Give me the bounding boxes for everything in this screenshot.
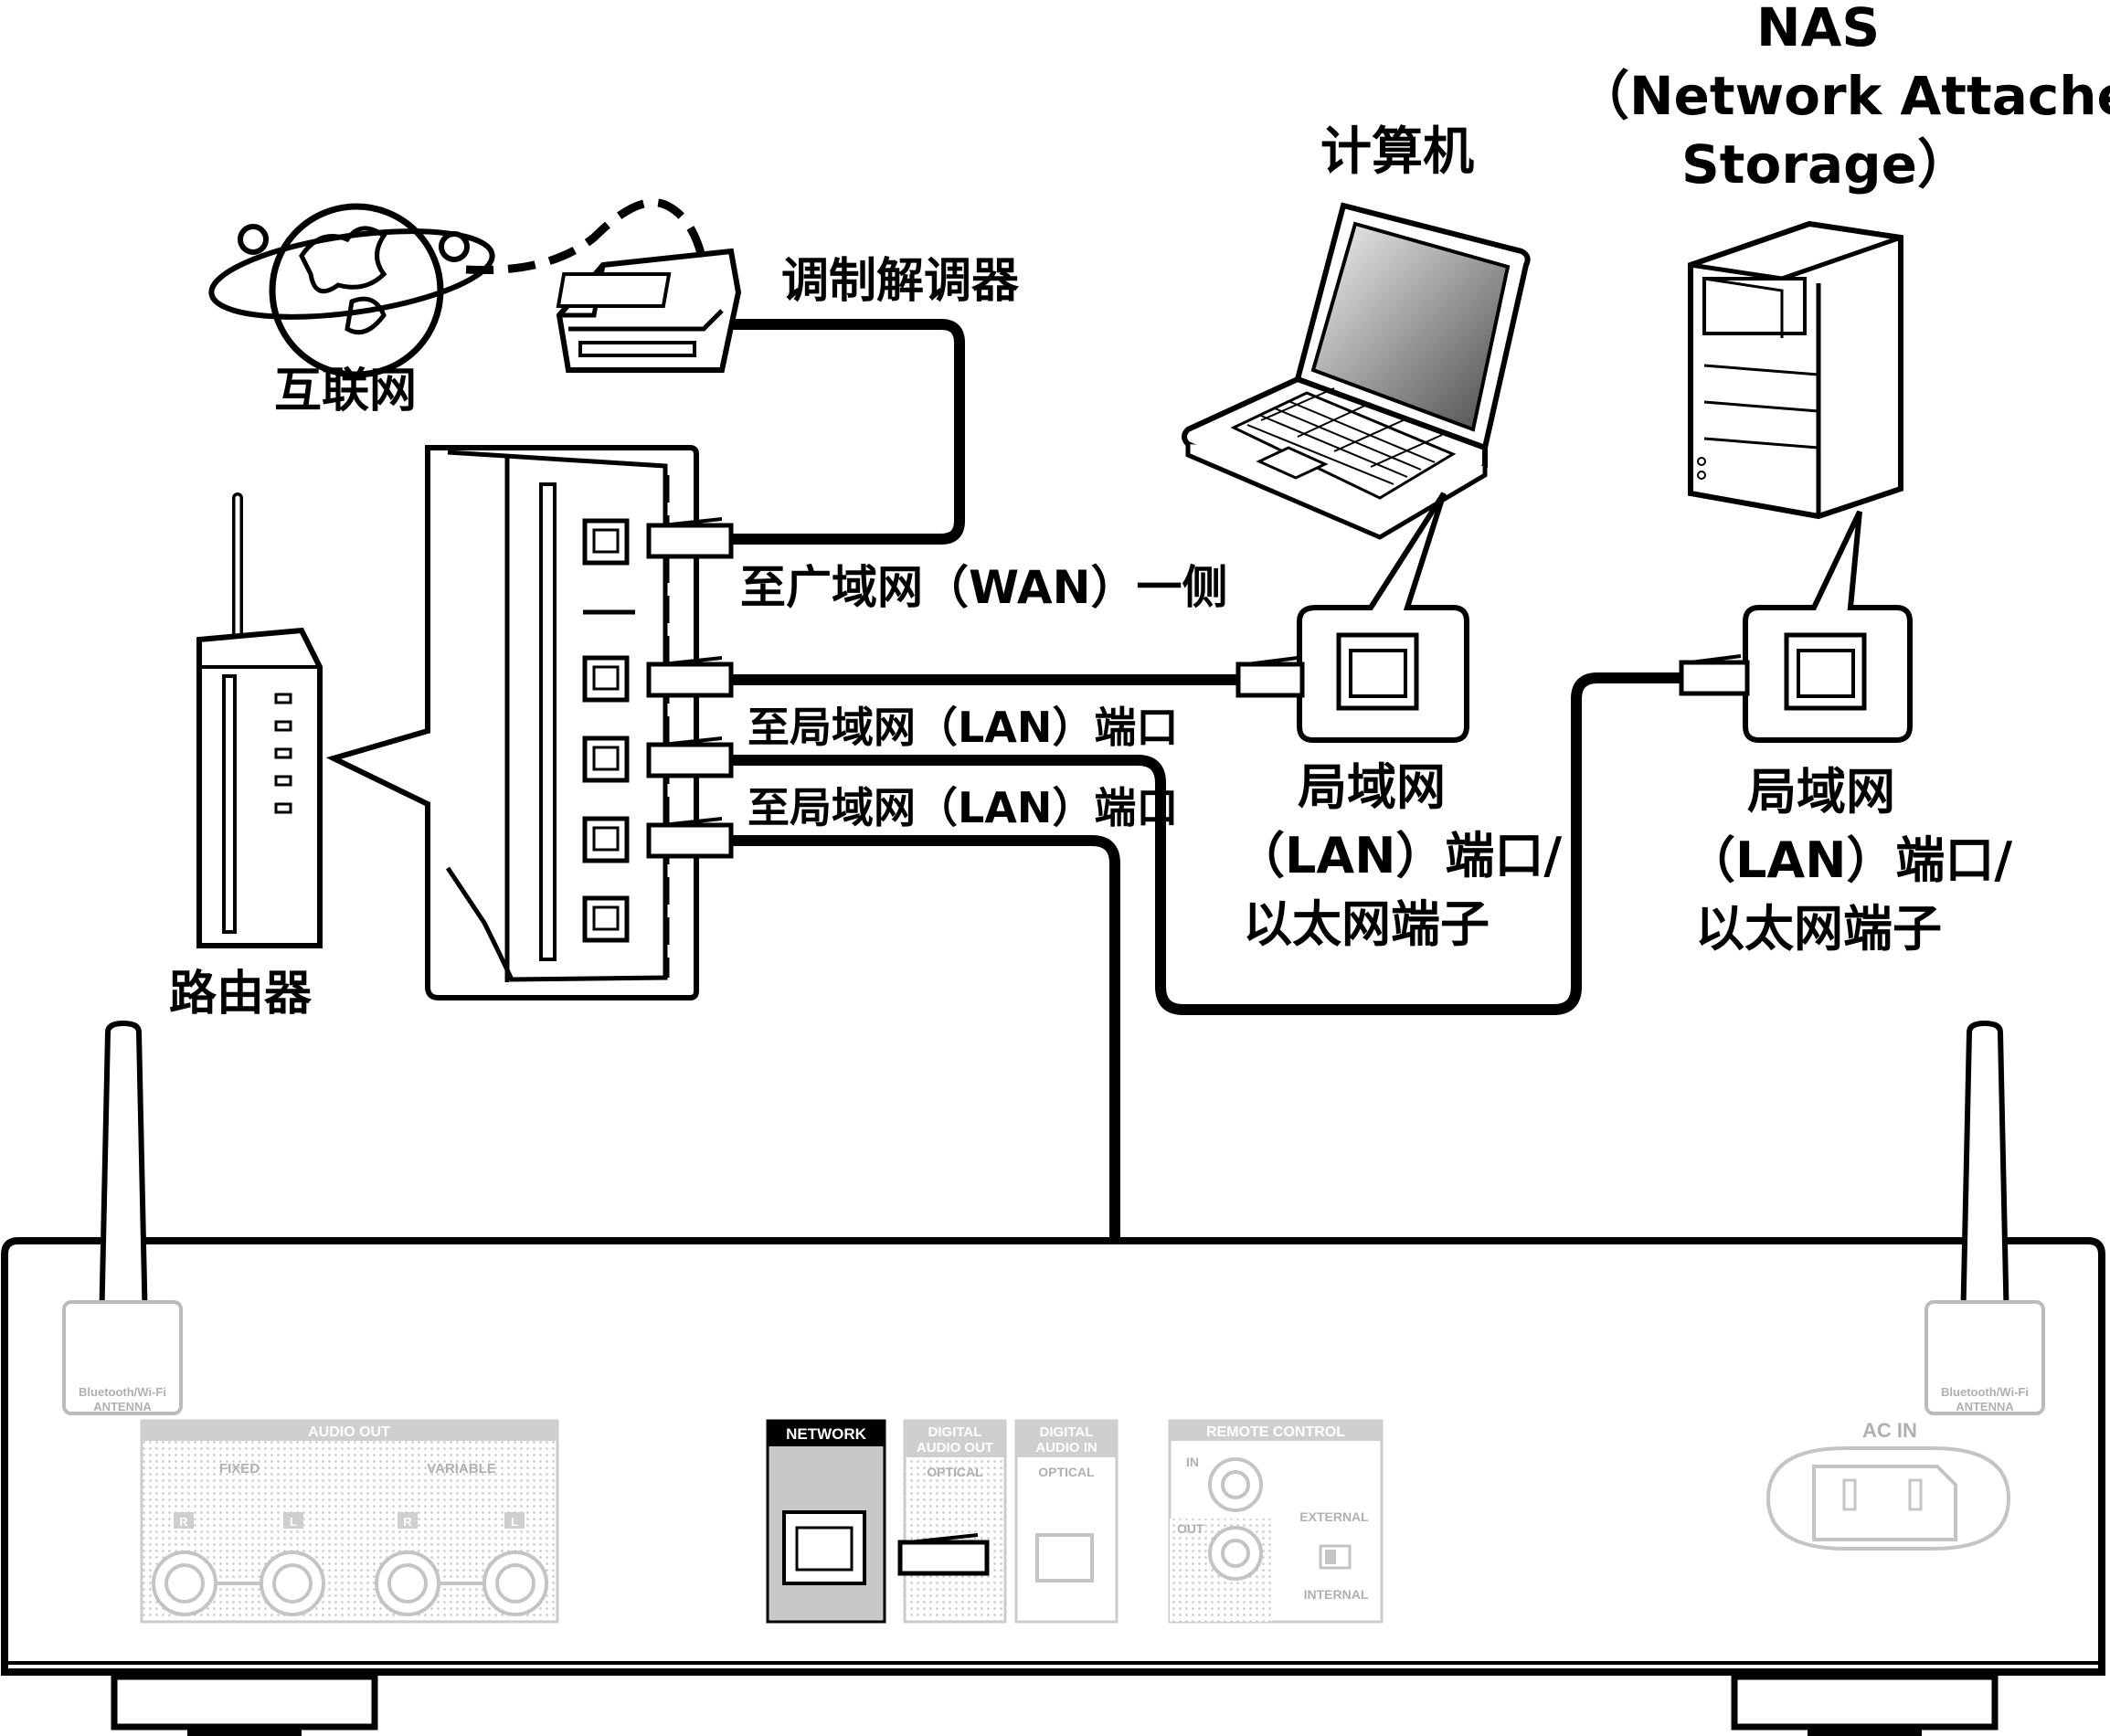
nas-plug xyxy=(1679,654,1750,696)
remote-in-label: IN xyxy=(1186,1455,1199,1469)
computer-plug xyxy=(1235,656,1305,698)
digital-audio-in-label-1: DIGITAL xyxy=(1040,1424,1094,1440)
computer-port-callout xyxy=(1297,492,1469,743)
antenna-right-label-1: Bluetooth/Wi-Fi xyxy=(1941,1385,2029,1399)
remote-control-label: REMOTE CONTROL xyxy=(1206,1424,1345,1440)
nas-port-label-3: 以太网端子 xyxy=(1695,900,1942,958)
wan-cable xyxy=(731,319,965,545)
router-plug-lan-2 xyxy=(646,736,734,778)
router-icon xyxy=(196,492,323,948)
nas-icon xyxy=(1688,220,1903,520)
ac-in-label: AC IN xyxy=(1862,1419,1917,1442)
nas-label-1: NAS xyxy=(1756,0,1880,58)
modem-icon xyxy=(556,248,742,373)
audio-out-block: AUDIO OUT FIXED VARIABLE R L R L xyxy=(140,1419,559,1624)
to-wan-label: 至广域网（WAN）一侧 xyxy=(740,561,1227,614)
digital-audio-out-block: DIGITAL AUDIO OUT OPTICAL xyxy=(903,1419,1007,1624)
variable-r-label: R xyxy=(403,1515,412,1529)
optical-in-label: OPTICAL xyxy=(1038,1465,1095,1479)
router-label: 路由器 xyxy=(169,967,313,1021)
computer-label: 计算机 xyxy=(1320,122,1474,182)
variable-l-label: L xyxy=(511,1515,518,1529)
antenna-left-label-1: Bluetooth/Wi-Fi xyxy=(79,1385,166,1399)
remote-control-block: REMOTE CONTROL IN OUT EXTERNAL INTERNAL xyxy=(1168,1419,1384,1624)
digital-audio-out-label-2: AUDIO OUT xyxy=(917,1440,993,1455)
nas-label-2: （Network Attached xyxy=(1576,65,2110,127)
remote-out-label: OUT xyxy=(1177,1521,1204,1536)
router-port-lan-1 xyxy=(582,655,630,703)
router-port-lan-2 xyxy=(582,736,630,783)
internal-label: INTERNAL xyxy=(1304,1587,1369,1602)
nas-label-3: Storage） xyxy=(1681,133,1970,196)
to-lan-label-2: 至局域网（LAN）端口 xyxy=(748,783,1178,832)
computer-port-label-3: 以太网端子 xyxy=(1243,895,1490,953)
antenna-left-label-2: ANTENNA xyxy=(93,1400,152,1413)
internet-modem-dashed-link xyxy=(465,198,708,275)
optical-out-label: OPTICAL xyxy=(927,1465,983,1479)
digital-audio-in-label-2: AUDIO IN xyxy=(1035,1440,1097,1455)
network-label: NETWORK xyxy=(786,1425,867,1443)
audio-out-label: AUDIO OUT xyxy=(308,1424,390,1440)
router-port-lan-3 xyxy=(582,816,630,863)
player-network-plug xyxy=(897,1533,990,1576)
router-port-lan-4 xyxy=(582,895,630,943)
antenna-left-icon: Bluetooth/Wi-Fi ANTENNA xyxy=(62,1020,183,1415)
internet-label: 互联网 xyxy=(274,364,417,418)
nas-port-label-2: （LAN）端口/ xyxy=(1686,831,2012,889)
modem-label: 调制解调器 xyxy=(781,254,1020,309)
fixed-label: FIXED xyxy=(219,1461,260,1477)
computer-port-label-1: 局域网 xyxy=(1298,758,1446,816)
computer-port-label-2: （LAN）端口/ xyxy=(1235,827,1562,884)
ac-in-block: AC IN xyxy=(1765,1419,2011,1551)
fixed-r-label: R xyxy=(179,1515,188,1529)
fixed-l-label: L xyxy=(290,1515,297,1529)
nas-port-callout xyxy=(1743,510,1913,743)
digital-audio-out-label-1: DIGITAL xyxy=(928,1424,982,1440)
nas-port-label-1: 局域网 xyxy=(1747,763,1895,820)
external-label: EXTERNAL xyxy=(1299,1509,1369,1524)
to-lan-label-1: 至局域网（LAN）端口 xyxy=(748,703,1178,752)
digital-audio-in-block: DIGITAL AUDIO IN OPTICAL xyxy=(1014,1419,1119,1624)
variable-label: VARIABLE xyxy=(427,1461,496,1477)
router-callout xyxy=(325,445,699,1000)
antenna-right-icon: Bluetooth/Wi-Fi ANTENNA xyxy=(1924,1020,2045,1415)
antenna-right-label-2: ANTENNA xyxy=(1956,1400,2014,1413)
lan-cable-nas xyxy=(731,672,1681,1015)
router-port-wan xyxy=(582,518,630,566)
router-plug-lan-3 xyxy=(646,817,734,859)
internet-globe-icon xyxy=(208,203,495,378)
router-plug-wan xyxy=(646,517,734,559)
laptop-icon xyxy=(1182,202,1531,540)
router-plug-lan-1 xyxy=(646,656,734,698)
network-port-block: NETWORK xyxy=(766,1419,886,1624)
